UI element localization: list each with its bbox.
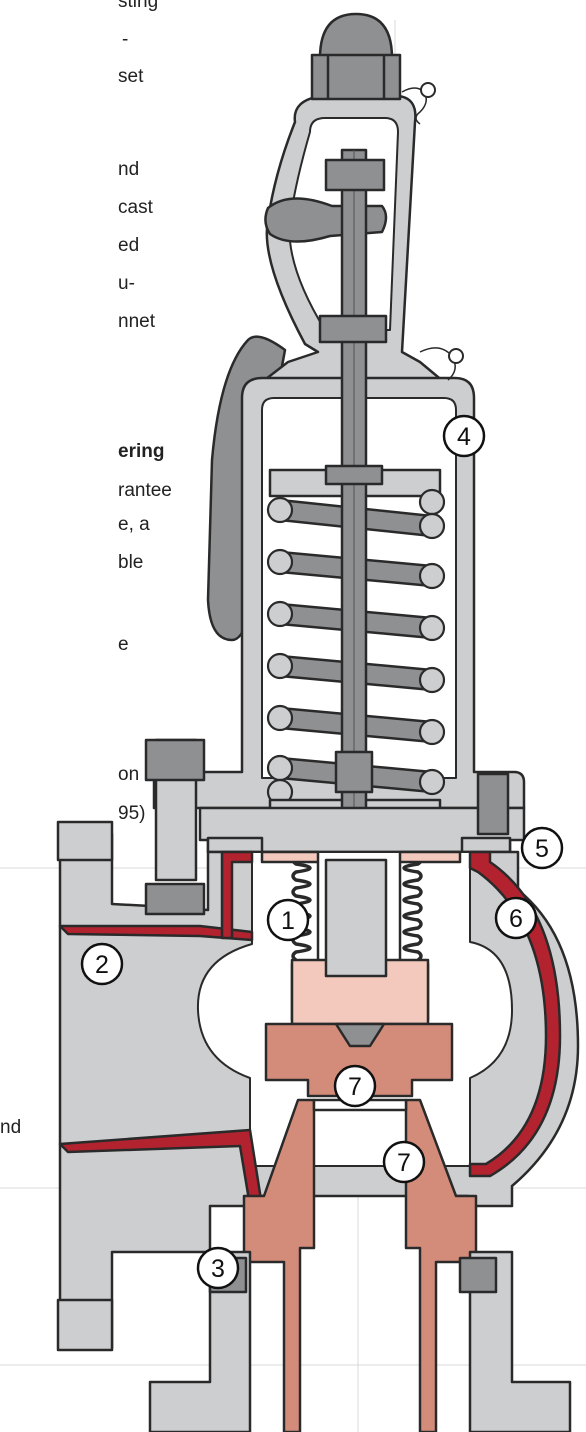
cap-nut bbox=[310, 53, 402, 101]
bonnet-nut-top bbox=[144, 738, 206, 782]
callout-1: 1 bbox=[266, 898, 310, 942]
text-fragment-12: ble bbox=[118, 552, 144, 573]
text-fragment-10: rantee bbox=[118, 480, 172, 501]
text-fragment-15: 95) bbox=[118, 803, 146, 824]
callout-7-nozzle: 7 bbox=[382, 1140, 426, 1184]
callout-6: 6 bbox=[494, 896, 538, 940]
callout-1-label: 1 bbox=[281, 907, 295, 935]
inlet-nut-right bbox=[458, 1256, 498, 1294]
bonnet-seal bbox=[448, 348, 464, 364]
text-fragment-14: on bbox=[118, 764, 140, 785]
callout-4: 4 bbox=[442, 414, 486, 458]
bonnet-stud-right bbox=[476, 772, 510, 836]
guide-plate-ring-left bbox=[206, 836, 264, 854]
callout-5: 5 bbox=[520, 826, 564, 870]
callout-3: 3 bbox=[196, 1246, 240, 1290]
spindle-top-nut bbox=[324, 158, 386, 192]
callout-4-label: 4 bbox=[457, 423, 471, 451]
callout-2-label: 2 bbox=[95, 951, 109, 979]
outlet-flange bbox=[56, 820, 114, 862]
text-fragment-16: nd bbox=[0, 1117, 22, 1138]
text-fragment-5: cast bbox=[118, 197, 153, 218]
spring-adjust-nut bbox=[324, 464, 384, 486]
text-fragment-9: ering bbox=[118, 441, 165, 462]
callout-3-label: 3 bbox=[211, 1255, 225, 1283]
inlet-flange-right bbox=[468, 1250, 572, 1432]
text-fragment-7: u- bbox=[118, 273, 135, 294]
text-fragment-6: ed bbox=[118, 235, 140, 256]
spindle-bottom-nut bbox=[334, 750, 374, 794]
cap-dome bbox=[318, 12, 394, 60]
text-fragment-13: e bbox=[118, 634, 129, 655]
text-fragment-11: e, a bbox=[118, 514, 150, 535]
callout-7-disc: 7 bbox=[333, 1064, 377, 1108]
text-fragment-3: set bbox=[118, 66, 144, 87]
callout-6-label: 6 bbox=[509, 905, 523, 933]
callout-7b-label: 7 bbox=[397, 1149, 411, 1177]
guide-plate-ring-right bbox=[460, 836, 512, 854]
bonnet-nut-bottom bbox=[144, 882, 206, 916]
text-fragment-8: nnet bbox=[118, 311, 155, 332]
body-lining-left bbox=[220, 850, 254, 940]
body-lining-outlet bbox=[58, 924, 254, 942]
disc-holder-insert bbox=[324, 858, 388, 978]
callouts: 1 2 3 4 5 6 7 7 bbox=[80, 414, 564, 1290]
disc-pin bbox=[334, 1022, 386, 1048]
inlet-flange bbox=[148, 1250, 252, 1432]
spindle-lock-nut bbox=[318, 314, 388, 344]
nozzle-right bbox=[404, 1098, 478, 1432]
text-fragment-4: nd bbox=[118, 159, 140, 180]
body-lining-right bbox=[468, 850, 562, 1178]
cap-seal-wire bbox=[401, 87, 427, 125]
callout-2: 2 bbox=[80, 942, 124, 986]
valve-disc bbox=[264, 1022, 454, 1098]
callout-5-label: 5 bbox=[535, 835, 549, 863]
text-fragment-1: sting bbox=[118, 0, 159, 12]
callout-7a-label: 7 bbox=[348, 1073, 362, 1101]
nozzle bbox=[242, 1098, 316, 1432]
text-fragment-2: - bbox=[122, 29, 129, 50]
bellows-right bbox=[402, 854, 423, 962]
outlet-flange-lower bbox=[56, 1298, 114, 1352]
cap-seal bbox=[420, 82, 436, 98]
